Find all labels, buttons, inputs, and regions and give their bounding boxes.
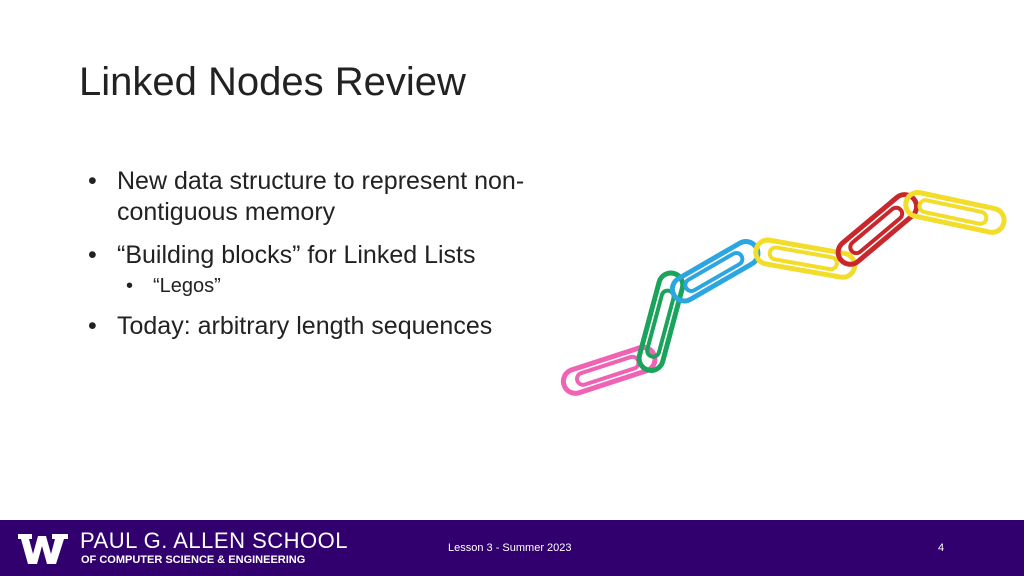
green-paperclip bbox=[636, 270, 686, 373]
footer-lesson-text: Lesson 3 - Summer 2023 bbox=[448, 542, 572, 554]
bullet-item: “Building blocks” for Linked Lists bbox=[88, 240, 558, 271]
page-number: 4 bbox=[938, 542, 945, 554]
bullet-item: New data structure to represent non-cont… bbox=[88, 166, 558, 228]
uw-w-logo bbox=[18, 534, 68, 564]
bullet-list: New data structure to represent non-cont… bbox=[88, 166, 558, 354]
sub-bullet-item: “Legos” bbox=[126, 273, 558, 299]
yellow-paperclip-end bbox=[903, 189, 1007, 235]
school-name: PAUL G. ALLEN SCHOOL bbox=[80, 528, 348, 553]
paperclip-chain-image bbox=[560, 189, 1007, 396]
yellow-paperclip bbox=[753, 237, 858, 280]
slide-title: Linked Nodes Review bbox=[79, 60, 466, 104]
school-subtitle: OF COMPUTER SCIENCE & ENGINEERING bbox=[81, 554, 306, 566]
footer-bar: PAUL G. ALLEN SCHOOL OF COMPUTER SCIENCE… bbox=[0, 520, 1024, 576]
red-paperclip bbox=[835, 192, 920, 267]
bullet-item: Today: arbitrary length sequences bbox=[88, 311, 558, 342]
